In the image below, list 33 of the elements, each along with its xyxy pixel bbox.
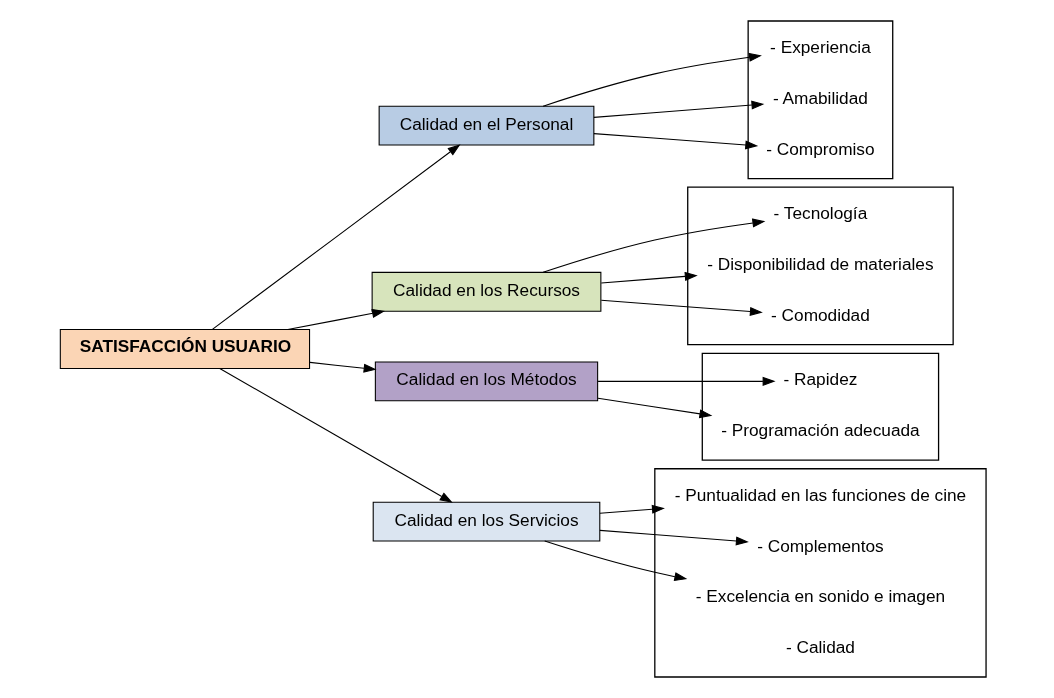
arrow [597, 376, 776, 386]
node-text: - Puntualidad en las funciones de cine [674, 484, 966, 505]
arrow [592, 100, 764, 118]
node-box: Calidad en los Recursos [371, 271, 601, 312]
node-box: Calidad en el Personal [378, 105, 594, 146]
cluster [701, 352, 939, 461]
node-text: - Rapidez [783, 369, 857, 390]
arrow [218, 367, 453, 503]
arrow [543, 540, 687, 582]
node-box: Calidad en los Servicios [372, 501, 600, 542]
arrow [597, 397, 712, 419]
node-text: - Excelencia en sonido e imagen [695, 586, 945, 607]
node-text: - Comodidad [770, 304, 870, 325]
arrow [592, 133, 758, 150]
arrow [598, 529, 749, 546]
node-text: - Experiencia [769, 37, 871, 58]
arrow [211, 144, 461, 331]
arrow [542, 52, 762, 107]
node-text: - Compromiso [765, 138, 875, 159]
node-box: Calidad en los Métodos [374, 361, 598, 402]
node-text: - Amabilidad [772, 87, 868, 108]
arrow [600, 299, 763, 316]
arrow [308, 361, 377, 373]
arrow [542, 218, 765, 273]
node-text: - Disponibilidad de materiales [706, 254, 934, 275]
node-text: - Complementos [756, 535, 884, 556]
arrow [598, 504, 665, 514]
node-text: - Programación adecuada [720, 420, 920, 441]
node-text: - Tecnología [773, 203, 867, 224]
node-text: - Calidad [785, 637, 855, 658]
node-box: SATISFACCIÓN USUARIO [59, 329, 310, 369]
arrow [286, 308, 385, 331]
arrow [600, 271, 698, 284]
